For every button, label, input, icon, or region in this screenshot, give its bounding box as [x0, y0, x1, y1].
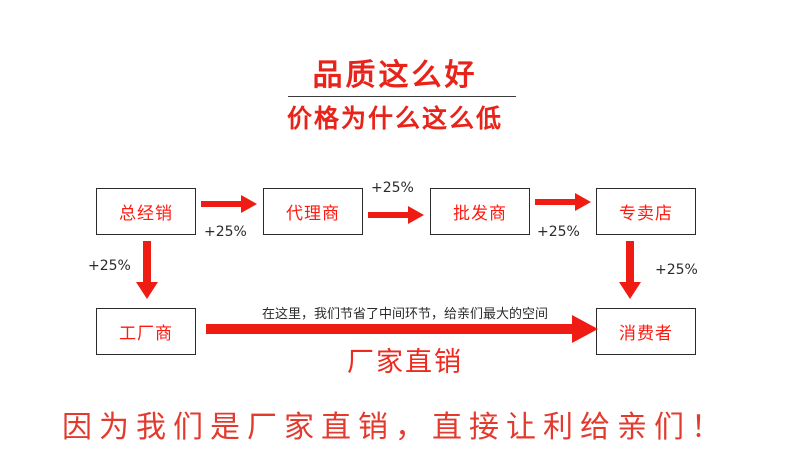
flow-node-wholesaler: 批发商 — [430, 188, 530, 235]
flow-node-agent: 代理商 — [263, 188, 363, 235]
page-title: 品质这么好 — [312, 58, 478, 93]
markup-label-distributor-to-agent: +25% — [204, 224, 247, 240]
flow-node-label: 批发商 — [453, 204, 507, 224]
markup-label-store-to-consumer: +25% — [655, 262, 698, 278]
flow-node-label: 代理商 — [286, 204, 340, 224]
arrow-direct-sales-icon — [206, 314, 598, 348]
flow-node-factory: 工厂商 — [96, 308, 196, 355]
direct-sales-label: 厂家直销 — [347, 347, 463, 378]
title-divider — [288, 96, 516, 97]
page-subtitle: 价格为什么这么低 — [286, 104, 503, 133]
markup-label-wholesaler-to-store: +25% — [537, 224, 580, 240]
flow-node-label: 消费者 — [619, 324, 673, 344]
flow-node-label: 专卖店 — [619, 204, 673, 224]
arrow-right-icon — [368, 203, 424, 231]
bottom-slogan: 因为我们是厂家直销，直接让利给亲们！ — [62, 410, 728, 445]
flow-node-general-distributor: 总经销 — [96, 188, 196, 235]
markup-label-factory-to-distributor: +25% — [88, 258, 131, 274]
arrow-down-icon — [134, 241, 160, 303]
arrow-right-icon — [201, 192, 257, 220]
markup-label-agent-to-wholesaler: +25% — [371, 180, 414, 196]
flow-node-label: 总经销 — [119, 204, 173, 224]
flow-node-franchise-store: 专卖店 — [596, 188, 696, 235]
direct-sales-caption: 在这里，我们节省了中间环节，给亲们最大的空间 — [261, 307, 548, 322]
flow-node-consumer: 消费者 — [596, 308, 696, 355]
flow-node-label: 工厂商 — [119, 324, 173, 344]
arrow-right-icon — [535, 190, 591, 218]
arrow-down-icon — [617, 241, 643, 303]
